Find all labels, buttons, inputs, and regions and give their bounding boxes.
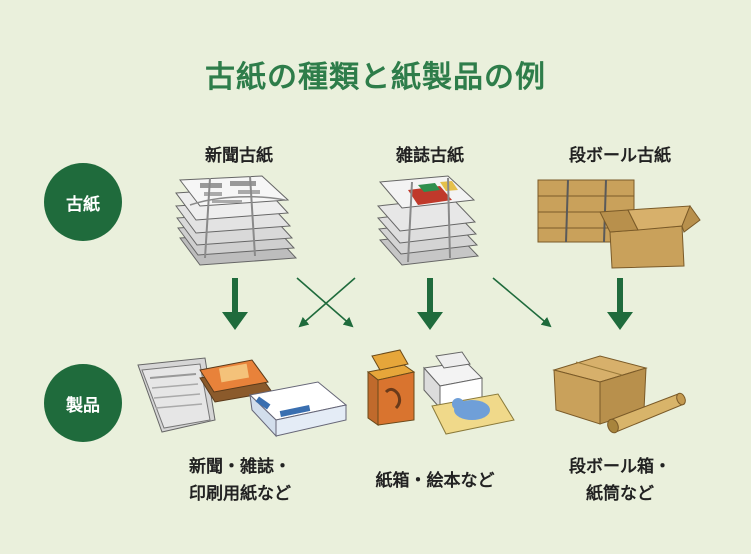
row-label-source-text: 古紙 xyxy=(66,194,100,215)
product-label-cardboard-box: 段ボール箱・ 紙筒など xyxy=(540,454,700,508)
source-label-magazine: 雑誌古紙 xyxy=(396,146,464,166)
source-label-newspaper: 新聞古紙 xyxy=(205,146,273,166)
newspaper-bundle-icon xyxy=(175,175,298,266)
row-label-source: 古紙 xyxy=(44,163,122,241)
arrow-newspaper-to-box xyxy=(296,277,354,328)
row-label-product: 製品 xyxy=(44,364,122,442)
row-label-product-text: 製品 xyxy=(66,395,100,416)
magazine-bundle-icon xyxy=(376,175,480,266)
newspaper-products-icon xyxy=(137,357,348,438)
paper-box-products-icon xyxy=(366,349,515,435)
product-label-paper-box-line1: 紙箱・絵本など xyxy=(375,471,495,491)
product-label-paper-box: 紙箱・絵本など xyxy=(355,468,515,495)
product-label-newspaper-paper-line1: 新聞・雑誌・ xyxy=(189,457,291,477)
product-label-newspaper-paper: 新聞・雑誌・ 印刷用紙など xyxy=(160,454,320,508)
arrow-magazine-to-paper xyxy=(298,277,356,328)
product-label-newspaper-paper-line2: 印刷用紙など xyxy=(189,484,291,504)
product-label-cardboard-box-line1: 段ボール箱・ xyxy=(569,457,671,477)
cardboard-box-products-icon xyxy=(552,355,686,434)
arrow-magazine-to-cardboard xyxy=(492,277,552,328)
cardboard-bundle-icon xyxy=(537,179,701,269)
source-label-cardboard: 段ボール古紙 xyxy=(569,146,671,166)
product-label-cardboard-box-line2: 紙筒など xyxy=(586,484,654,504)
page-title: 古紙の種類と紙製品の例 xyxy=(205,60,546,95)
